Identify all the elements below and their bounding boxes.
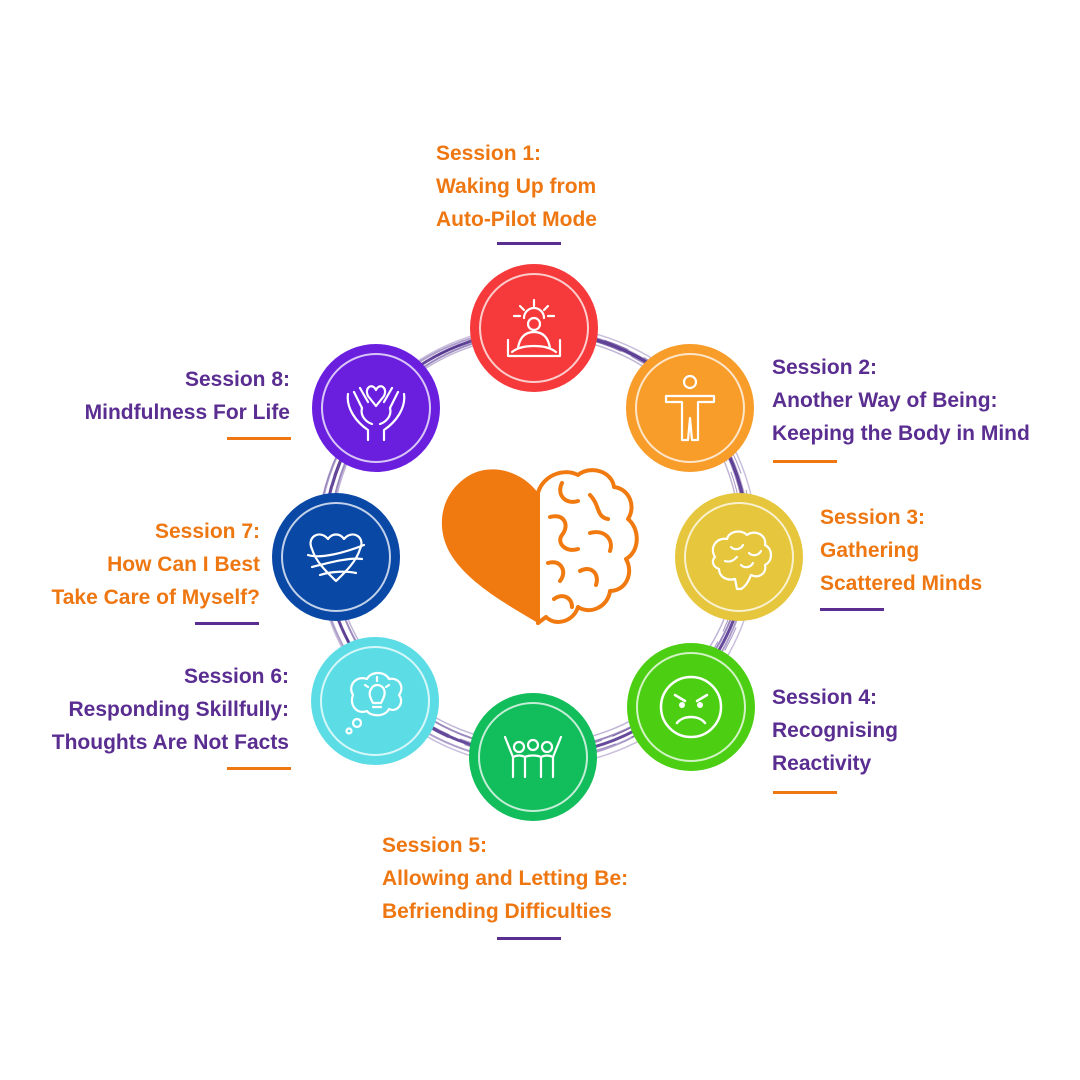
- session-4-label: Session 4: Recognising Reactivity: [772, 681, 898, 780]
- session-1-badge: [470, 264, 598, 392]
- session-1-number: Session 1:: [436, 142, 542, 165]
- session-2-label: Session 2: Another Way of Being: Keeping…: [772, 351, 1030, 450]
- session-4-title-line-1: Recognising: [772, 719, 899, 742]
- session-4-badge: [627, 643, 755, 771]
- session-4-underline: [773, 791, 837, 794]
- body-stretch-icon: [664, 374, 716, 442]
- session-5-title-line-2: Befriending Difficulties: [382, 900, 612, 923]
- heart-half: [441, 469, 538, 623]
- session-7-underline: [195, 622, 259, 625]
- session-5-title-line-1: Allowing and Letting Be:: [382, 867, 629, 890]
- session-2-badge: [626, 344, 754, 472]
- session-6-underline: [227, 767, 291, 770]
- session-1-label: Session 1: Waking Up from Auto-Pilot Mod…: [436, 137, 597, 236]
- session-3-label: Session 3: Gathering Scattered Minds: [820, 501, 982, 600]
- session-4-title-line-2: Reactivity: [772, 752, 872, 775]
- meditation-sunrise-icon: [506, 298, 562, 358]
- angry-face-icon: [659, 675, 723, 739]
- session-7-badge: [272, 493, 400, 621]
- session-5-number: Session 5:: [382, 834, 488, 857]
- session-1-title-line-1: Waking Up from: [436, 175, 597, 198]
- session-5-badge: [469, 693, 597, 821]
- session-8-underline: [227, 437, 291, 440]
- session-7-title-line-2: Take Care of Myself?: [51, 586, 260, 609]
- group-cheer-icon: [503, 735, 563, 779]
- session-3-underline: [820, 608, 884, 611]
- session-6-title-line-1: Responding Skillfully:: [68, 698, 289, 721]
- session-8-number: Session 8:: [184, 368, 290, 391]
- session-7-number: Session 7:: [154, 520, 260, 543]
- heart-brain-icon: [441, 468, 639, 625]
- session-2-underline: [773, 460, 837, 463]
- brain-icon: [711, 530, 773, 591]
- session-6-title-line-2: Thoughts Are Not Facts: [51, 731, 289, 754]
- session-2-number: Session 2:: [772, 356, 878, 379]
- session-4-number: Session 4:: [772, 686, 878, 709]
- session-5-underline: [497, 937, 561, 940]
- thought-bubble-lightbulb-icon: [345, 671, 403, 735]
- session-6-number: Session 6:: [183, 665, 289, 688]
- session-3-badge: [675, 493, 803, 621]
- session-3-title-line-1: Gathering: [820, 539, 920, 562]
- session-1-title-line-2: Auto-Pilot Mode: [436, 208, 597, 231]
- session-2-title-line-2: Keeping the Body in Mind: [772, 422, 1030, 445]
- session-3-number: Session 3:: [820, 506, 926, 529]
- session-6-badge: [311, 637, 439, 765]
- brain-half: [536, 468, 639, 625]
- session-7-label: Session 7: How Can I Best Take Care of M…: [51, 515, 260, 614]
- session-8-label: Session 8: Mindfulness For Life: [85, 363, 290, 429]
- session-8-title-line-1: Mindfulness For Life: [84, 401, 290, 424]
- hands-heart-icon: [346, 385, 406, 442]
- session-2-title-line-1: Another Way of Being:: [772, 389, 998, 412]
- session-7-title-line-1: How Can I Best: [107, 553, 260, 576]
- session-1-underline: [497, 242, 561, 245]
- session-3-title-line-2: Scattered Minds: [820, 572, 983, 595]
- session-5-label: Session 5: Allowing and Letting Be: Befr…: [382, 829, 628, 928]
- session-6-label: Session 6: Responding Skillfully: Though…: [52, 660, 289, 759]
- session-8-badge: [312, 344, 440, 472]
- self-hug-icon: [306, 533, 366, 583]
